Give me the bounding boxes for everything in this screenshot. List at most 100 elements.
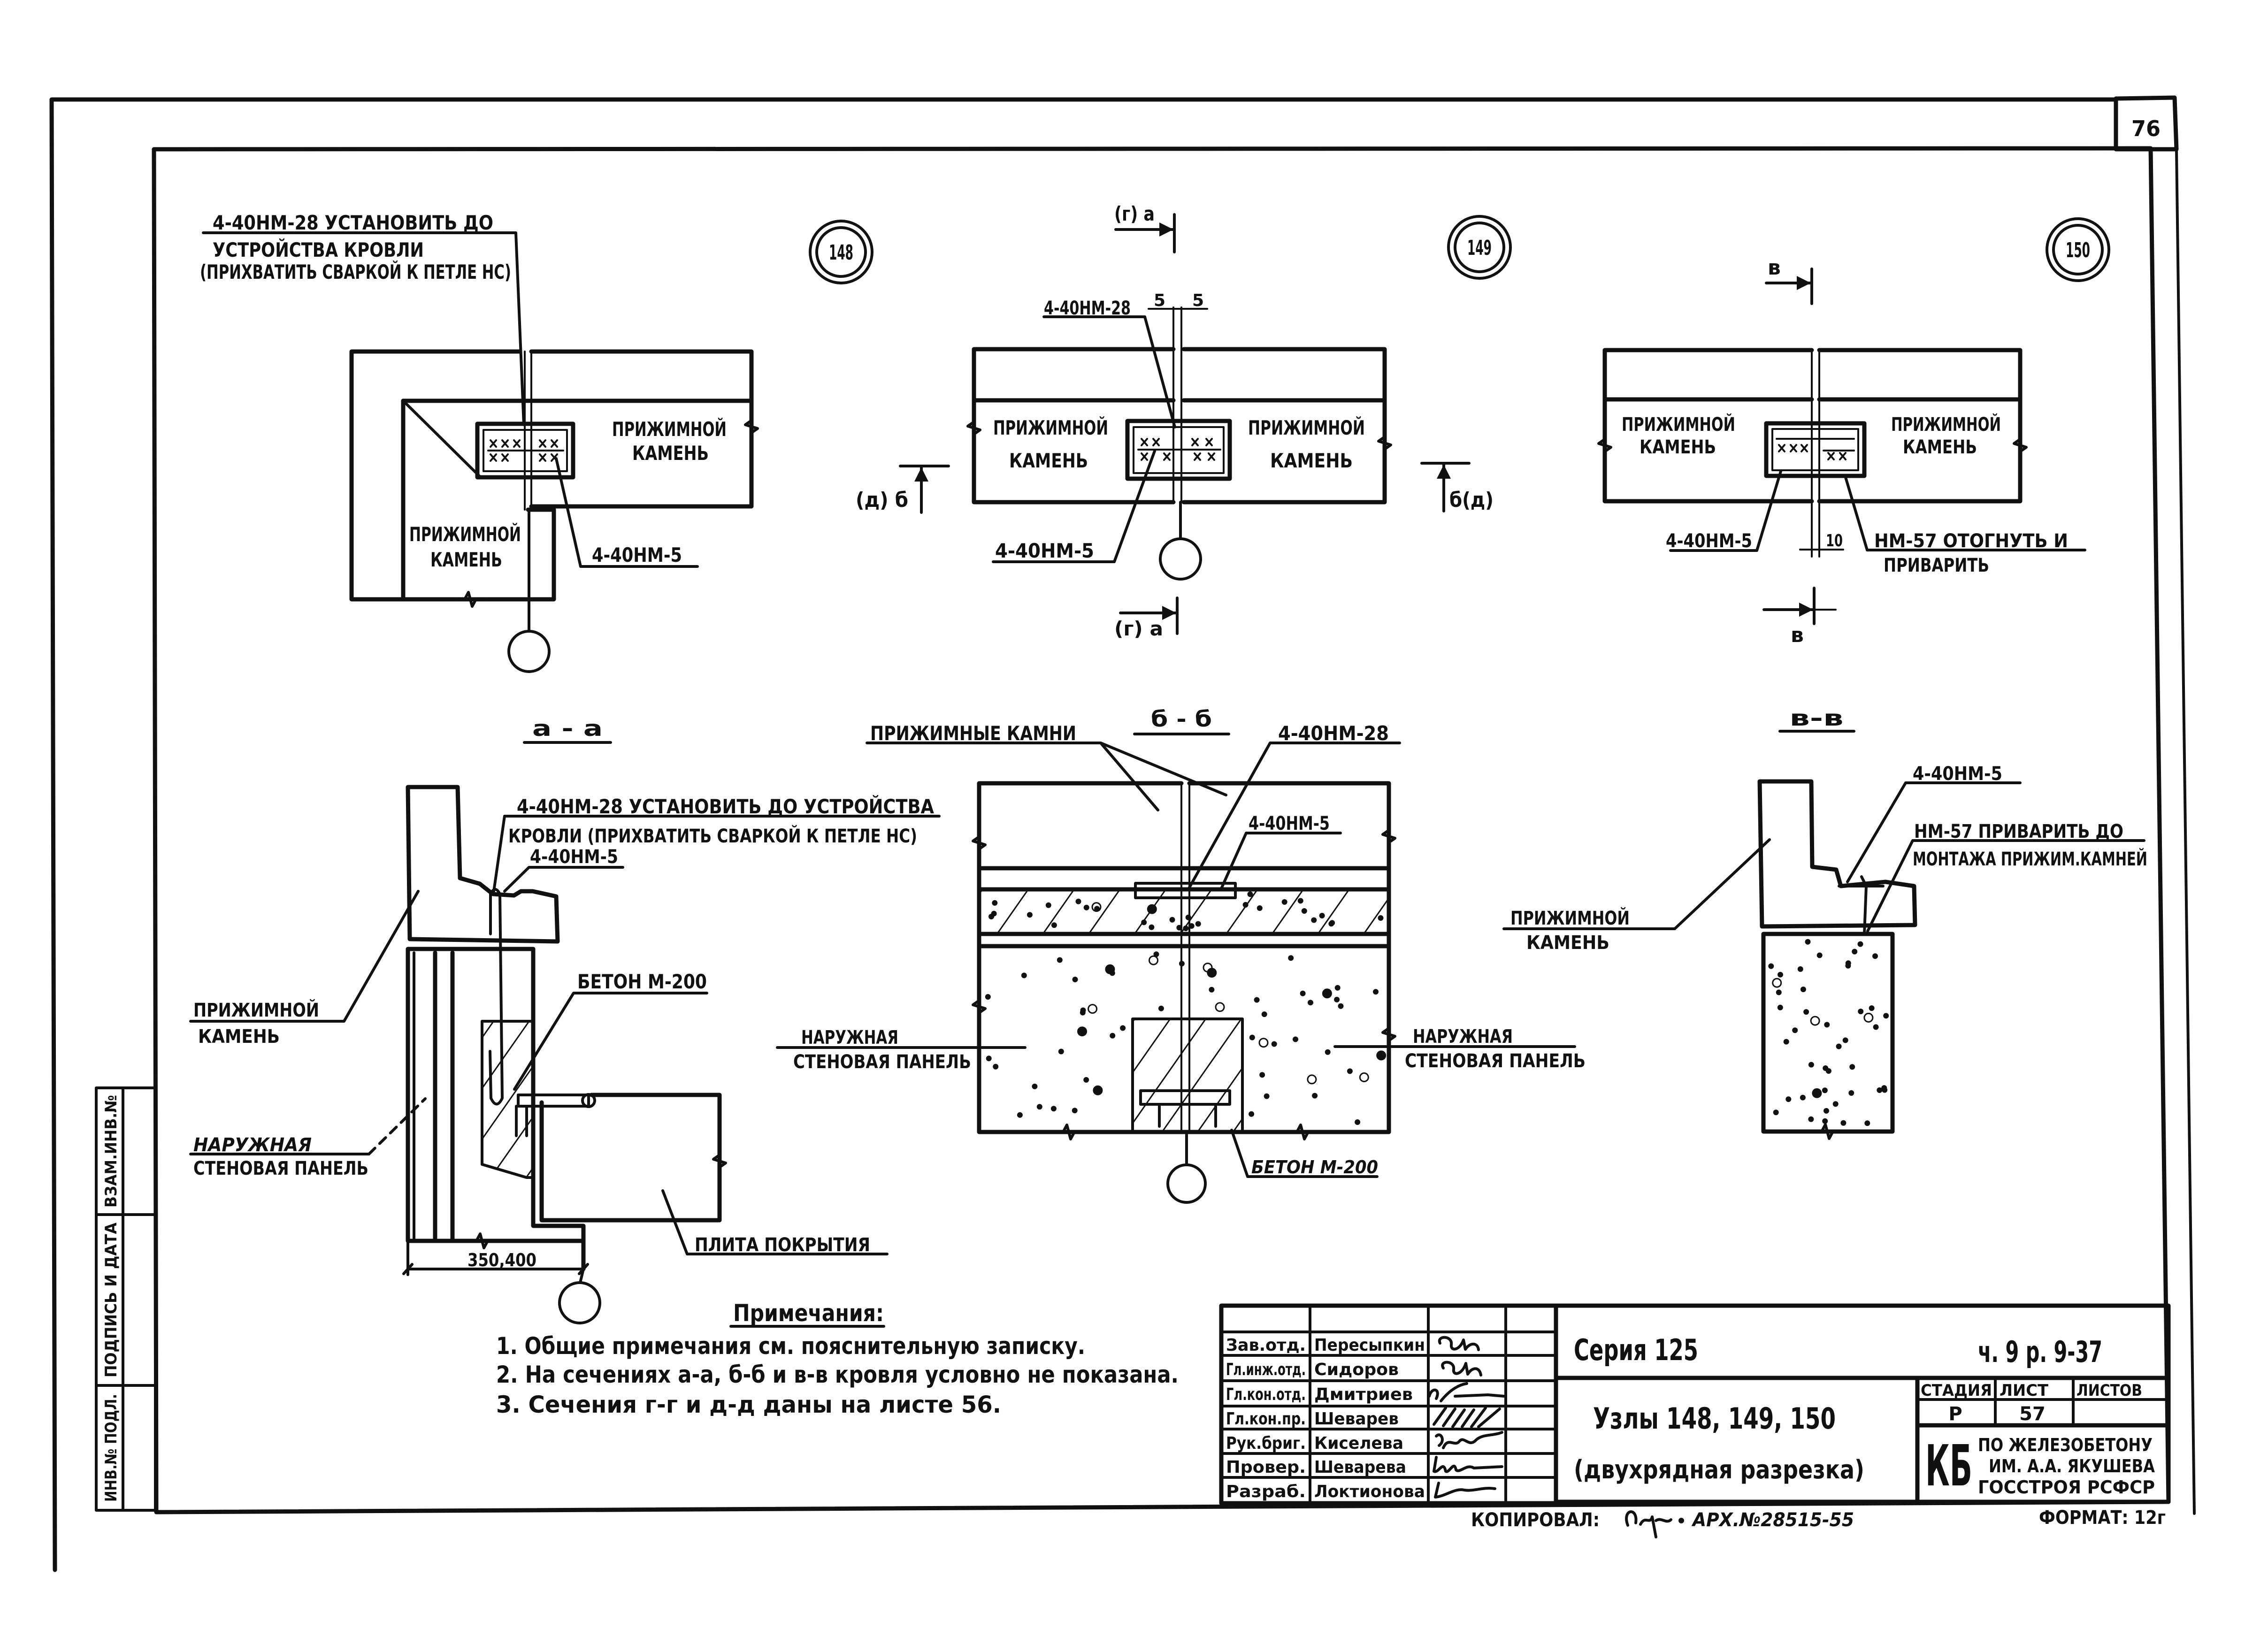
aggregate-dot xyxy=(1877,1087,1883,1093)
aggregate-dot xyxy=(1355,1119,1361,1125)
node-number-circle-outer xyxy=(809,220,873,284)
aggregate-dot xyxy=(993,1063,999,1070)
organization-name-line: ИМ. А.А. ЯКУШЕВА xyxy=(1989,1456,2155,1476)
aggregate-dot xyxy=(1207,968,1217,978)
aggregate-dot xyxy=(1883,1013,1889,1019)
aggregate-dot xyxy=(1783,1039,1789,1045)
aggregate-dot xyxy=(1242,902,1249,908)
aggregate-dot xyxy=(1359,1072,1369,1082)
aggregate-dot xyxy=(1881,1085,1887,1091)
aggregate-dot xyxy=(992,900,998,906)
aggregate-dot xyxy=(1773,1109,1779,1116)
staff-role: Гл.кон.пр. xyxy=(1226,1409,1306,1429)
aggregate-dot xyxy=(1271,1041,1277,1047)
aggregate-dot xyxy=(1311,917,1317,923)
bend-note-leader xyxy=(1844,476,2086,551)
aggregate-dot xyxy=(1094,906,1100,912)
outer-border xyxy=(49,97,2118,1572)
staff-name: Локтионова xyxy=(1314,1482,1425,1501)
staff-role: Разраб. xyxy=(1226,1482,1306,1501)
side-stamp-box xyxy=(95,1086,157,1512)
node-number-circle-inner xyxy=(2052,224,2104,275)
notes-heading: Примечания: xyxy=(733,1300,884,1327)
stone-right-outline xyxy=(529,349,754,509)
clip-label: 4-40НМ-5 xyxy=(995,539,1094,562)
gap-dimension: 10 xyxy=(1826,531,1843,551)
aggregate-dot xyxy=(1249,1111,1255,1117)
aggregate-dot xyxy=(1058,1048,1064,1055)
break-mark xyxy=(1288,1124,1317,1140)
aggregate-dot xyxy=(1261,1011,1267,1017)
stone-left-label-1: ПРИЖИМНОЙ xyxy=(409,522,521,546)
break-mark xyxy=(744,414,759,439)
node-149: 5 5 4-40НМ-28 (г) а (г) а (д) б б(д) ПРИ… xyxy=(856,202,1512,640)
aggregate-dot xyxy=(1051,922,1057,928)
rod-label: 4-40НМ-28 xyxy=(1278,722,1389,745)
aggregate-dot xyxy=(1777,1004,1783,1010)
aggregate-dot xyxy=(1017,1112,1023,1118)
aggregate-dot xyxy=(1378,915,1384,921)
aggregate-dot xyxy=(1822,1118,1828,1124)
staff-name: Шеварева xyxy=(1314,1458,1406,1477)
weld-bead xyxy=(581,1093,596,1108)
section-mark-bottom: (г) а xyxy=(1114,617,1163,640)
signature xyxy=(1435,1431,1503,1449)
aggregate-dot xyxy=(1209,987,1215,993)
aggregate-dot xyxy=(1249,1034,1255,1040)
aggregate-dot xyxy=(1077,1026,1087,1037)
original-inventory-label: ИНВ.№ ПОДЛ. xyxy=(102,1394,121,1502)
sheet-footer: КОПИРОВАЛ: АРХ.№28515-55 ФОРМАТ: 12г xyxy=(1471,1507,2166,1538)
aggregate-dot xyxy=(1373,989,1379,995)
stones-leader xyxy=(1099,742,1227,796)
wall-panel-dots xyxy=(1768,939,1889,1126)
rod-leader xyxy=(1188,742,1401,889)
aggregate-dot xyxy=(1873,1024,1879,1030)
node-number-circle-inner xyxy=(815,226,867,278)
organization-name-line: ПО ЖЕЛЕЗОБЕТОНУ xyxy=(1978,1435,2153,1455)
aggregate-dot xyxy=(986,1055,992,1062)
aggregate-dot xyxy=(1857,941,1863,947)
aggregate-dot xyxy=(1824,1108,1829,1114)
concrete-infill xyxy=(481,1020,535,1179)
stone-right-label-1: ПРИЖИМНОЙ xyxy=(1891,413,2001,436)
axis-line xyxy=(579,1268,585,1284)
aggregate-dot xyxy=(1822,1087,1828,1094)
aggregate-dot xyxy=(1803,1009,1809,1015)
section-outline-left xyxy=(977,781,1391,1134)
aggregate-dot xyxy=(1845,960,1851,966)
stage-value: Р xyxy=(1948,1403,1962,1425)
main-title-box xyxy=(1554,1303,2171,1504)
clip-label: 4-40НМ-5 xyxy=(530,846,618,868)
clip-label: 4-40НМ-5 xyxy=(592,543,682,566)
stone-left-label-1: ПРИЖИМНОЙ xyxy=(993,416,1108,439)
clip-label: 4-40НМ-5 xyxy=(1913,763,2002,785)
weld-note-line-1: НМ-57 ПРИВАРИТЬ ДО xyxy=(1914,821,2123,842)
aggregate-dot xyxy=(1083,904,1089,910)
rod-label: 4-40НМ-28 xyxy=(1044,298,1131,319)
stones-label: ПРИЖИМНЫЕ КАМНИ xyxy=(870,722,1076,745)
aggregate-dot xyxy=(1195,921,1201,927)
stone-leader xyxy=(1502,838,1771,930)
aggregate-dot xyxy=(1863,1012,1874,1023)
aggregate-dot xyxy=(1169,917,1175,923)
clip-leader xyxy=(992,450,1156,563)
aggregate-dot xyxy=(1785,1096,1792,1102)
bend-note-line-2: ПРИВАРИТЬ xyxy=(1884,555,1989,576)
aggregate-dot xyxy=(1864,1120,1870,1126)
clip-label: 4-40НМ-5 xyxy=(1666,530,1752,552)
axis-marker-circle xyxy=(1166,1163,1207,1204)
clip-leader xyxy=(1669,470,1782,552)
aggregate-dot xyxy=(1072,977,1078,982)
aggregate-dot xyxy=(988,914,994,919)
aggregate-dot xyxy=(1120,1025,1126,1031)
aggregate-dot xyxy=(1027,912,1033,918)
signature xyxy=(1433,1407,1501,1428)
break-mark xyxy=(1381,824,1396,849)
aggregate-dot xyxy=(1872,953,1878,959)
section-b-b: б - б ПРИЖИМНЫЕ КАМНИ 4-40НМ-28 4-40НМ-5 xyxy=(776,706,1586,1204)
stone-right-outline xyxy=(1181,347,1387,505)
aggregate-dot xyxy=(1149,924,1155,930)
stone-right-label-2: КАМЕНЬ xyxy=(632,442,709,465)
embedded-plate xyxy=(1764,421,1867,478)
